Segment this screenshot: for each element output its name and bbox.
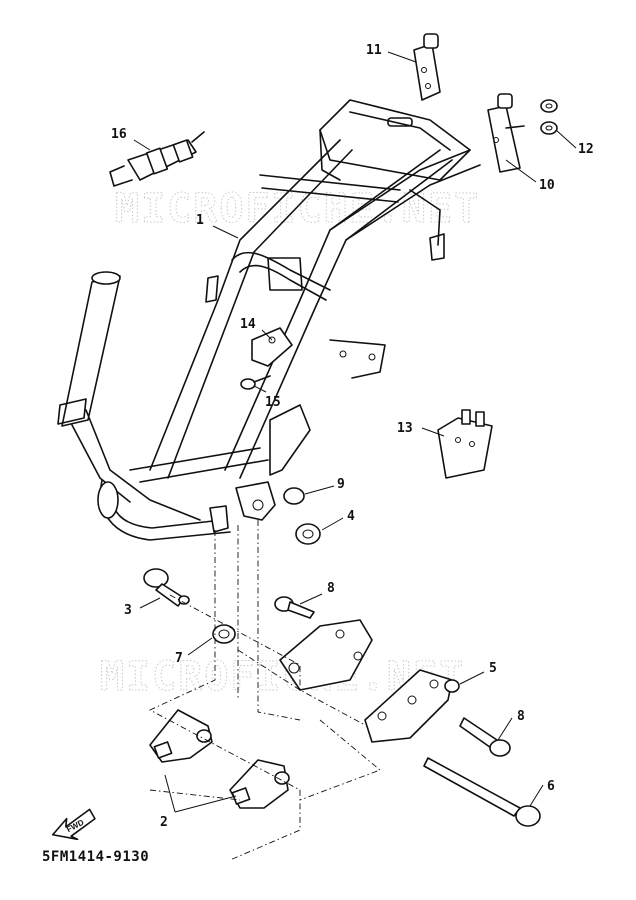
- part-15-bolt: [240, 375, 271, 390]
- part-3-bolt: [143, 568, 190, 607]
- callout-15: 15: [265, 395, 281, 410]
- part-10-bracket: [487, 93, 525, 173]
- callout-5: 5: [489, 661, 497, 676]
- part-5-nut: [444, 679, 460, 693]
- leader-lines: [133, 51, 577, 813]
- callout-6: 6: [547, 779, 555, 794]
- part-4-nut: [295, 523, 321, 545]
- part-11-bracket: [413, 33, 441, 101]
- callout-16: 16: [111, 127, 127, 142]
- callout-12: 12: [578, 142, 594, 157]
- part-8-bolt-upper: [274, 596, 315, 619]
- callout-1: 1: [196, 213, 204, 228]
- callout-10: 10: [539, 178, 555, 193]
- callout-2: 2: [160, 815, 168, 830]
- watermark-top: MICROFICHE.NET: [115, 186, 480, 232]
- callout-11: 11: [366, 43, 382, 58]
- part-12-nuts: [540, 99, 558, 135]
- part-16-connector: [109, 131, 205, 187]
- part-7-bush: [212, 624, 236, 644]
- callout-13: 13: [397, 421, 413, 436]
- callout-3: 3: [124, 603, 132, 618]
- part-9-bush: [283, 487, 305, 505]
- part-6-long-bolt: [423, 757, 541, 827]
- fwd-arrow-icon: FWD: [51, 808, 96, 841]
- callout-8-lower: 8: [517, 709, 525, 724]
- frame-body: [57, 99, 481, 541]
- part-14-clip: [251, 327, 293, 367]
- part-2-link-upper: [149, 709, 213, 763]
- callout-8-upper: 8: [327, 581, 335, 596]
- engine-mount-bracket-upper: [279, 619, 373, 691]
- part-8-bolt-lower: [459, 717, 511, 757]
- callout-4: 4: [347, 509, 355, 524]
- figure-code: 5FM1414-9130: [42, 849, 150, 865]
- callout-14: 14: [240, 317, 256, 332]
- part-13-plate: [437, 409, 493, 479]
- assembly-lines: [148, 520, 381, 861]
- callout-9: 9: [337, 477, 345, 492]
- engine-mount-bracket-lower: [364, 669, 453, 743]
- callout-7: 7: [175, 651, 183, 666]
- part-2-link-lower: [229, 759, 290, 809]
